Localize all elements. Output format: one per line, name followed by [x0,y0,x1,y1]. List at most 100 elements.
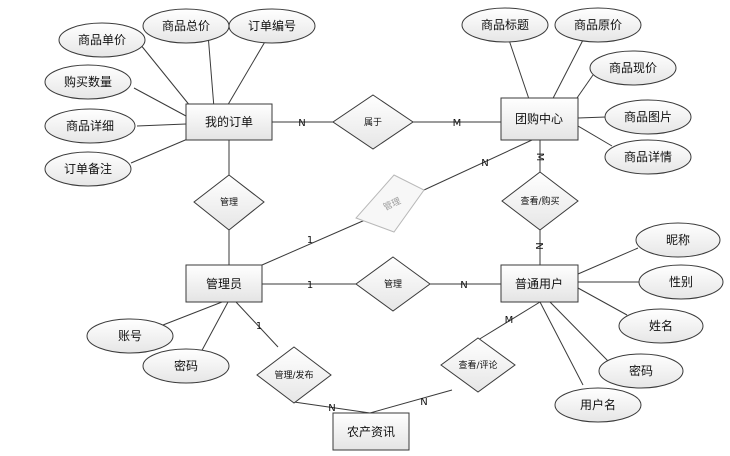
entity-label: 农产资讯 [347,425,395,439]
cardinality-publish-news: N [328,403,335,414]
attribute-user-name: 姓名 [618,308,704,344]
attribute-label: 商品详情 [624,149,672,164]
entity-farm-news: 农产资讯 [332,412,410,451]
edge-admin-publish [235,301,279,348]
cardinality-comment-user: M [505,315,514,326]
attribute-center-orig-price: 商品原价 [554,7,642,43]
attribute-admin-account: 账号 [86,318,174,354]
relationship-label: 属于 [364,117,382,128]
cardinality-news-comment: N [420,397,427,408]
edge-orders-qty [133,87,187,117]
edge-user-username [539,301,584,386]
edge-user-name [577,287,628,316]
edge-admin-faded [261,219,366,266]
cardinality-faded-center: N [481,158,488,169]
attribute-user-password: 密码 [598,353,684,389]
edge-comment-user [477,301,541,341]
center-attributes: 商品标题 商品原价 商品现价 商品图片 商品详情 [461,7,692,175]
edge-user-password [549,301,610,363]
edge-orders-detail [136,123,187,127]
attribute-label: 商品总价 [162,18,210,33]
edge-admin-password [199,301,229,355]
entity-label: 普通用户 [515,276,563,291]
attribute-user-gender: 性别 [638,264,724,300]
edge-admin-account [162,301,223,326]
entity-admin: 管理员 [185,264,263,303]
entity-user: 普通用户 [500,264,579,303]
connector-lines [130,33,642,414]
cardinality-labels: N M M N 1 N 1 N 1 N N M [256,118,546,414]
relationship-manage-publish: 管理/发布 [256,346,332,404]
attribute-user-username: 用户名 [554,387,642,423]
attribute-label: 账号 [118,329,142,343]
attribute-label: 密码 [174,358,198,373]
edge-orders-no [225,39,267,109]
relationship-label: 管理 [220,196,238,208]
edge-news-comment [369,389,453,414]
attribute-order-total: 商品总价 [142,8,230,44]
cardinality-belongs-center: M [453,118,462,129]
attribute-label: 商品现价 [609,60,657,75]
edge-center-image [577,116,607,119]
attribute-label: 性别 [669,275,693,289]
attribute-admin-password: 密码 [142,348,230,384]
cardinality-admin-manage: 1 [307,280,313,291]
entity-group-center: 团购中心 [500,97,579,141]
attribute-center-image: 商品图片 [604,99,692,135]
edge-orders-total [207,33,215,109]
attribute-order-unit-price: 商品单价 [58,22,146,58]
cardinality-admin-center: 1 [307,235,313,246]
attribute-label: 密码 [629,363,653,378]
admin-attributes: 账号 密码 [86,318,230,384]
cardinality-viewbuy-user: N [535,242,546,249]
edge-center-orig-price [547,39,584,109]
attribute-center-title: 商品标题 [461,7,549,43]
entity-label: 团购中心 [515,111,563,126]
edge-center-detail [577,125,613,147]
attribute-label: 用户名 [580,397,616,412]
attribute-label: 商品单价 [78,32,126,47]
attribute-label: 购买数量 [64,74,112,89]
cardinality-admin-publish: 1 [256,321,262,332]
relationship-view-buy: 查看/购买 [501,171,579,231]
order-attributes: 商品单价 商品总价 订单编号 购买数量 商品详细 订单备注 [44,8,316,187]
entity-label: 管理员 [206,276,242,291]
relationship-label: 查看/购买 [520,195,559,207]
attribute-label: 昵称 [666,233,690,247]
attribute-center-cur-price: 商品现价 [589,50,677,86]
relationship-manage-orders: 管理 [193,174,265,231]
entity-my-orders: 我的订单 [185,103,273,141]
cardinality-center-viewbuy: M [534,153,545,162]
cardinality-orders-belongs: N [298,118,305,129]
attribute-order-detail: 商品详细 [44,108,136,144]
relationship-label: 查看/评论 [458,359,497,371]
attribute-label: 商品详细 [66,118,114,133]
relationship-manage-center: 管理 [355,174,425,233]
relationship-manage-users: 管理 [355,256,431,312]
relationship-belongs: 属于 [332,94,414,150]
user-attributes: 昵称 性别 姓名 密码 用户名 [554,222,724,423]
attribute-user-nickname: 昵称 [635,222,721,258]
attribute-center-detail: 商品详情 [604,139,692,175]
attribute-order-qty: 购买数量 [44,64,132,100]
attribute-label: 商品标题 [481,17,529,32]
attribute-label: 订单编号 [248,18,296,33]
attribute-order-no: 订单编号 [228,8,316,44]
attribute-label: 订单备注 [64,161,112,176]
edge-orders-note [130,137,191,164]
attribute-label: 商品图片 [624,109,672,124]
cardinality-manage-user: N [460,280,467,291]
attribute-order-note: 订单备注 [44,151,132,187]
entity-label: 我的订单 [205,114,253,129]
edge-publish-news [293,401,371,414]
relationship-label: 管理/发布 [274,369,313,381]
attribute-label: 商品原价 [574,17,622,32]
edge-orders-unit-price [139,43,196,113]
relationship-label: 管理 [384,278,402,290]
edge-user-nickname [577,247,639,275]
edge-faded-center [423,139,533,191]
attribute-label: 姓名 [649,318,673,333]
edge-center-title [508,39,533,109]
relationship-view-comment: 查看/评论 [440,337,516,393]
